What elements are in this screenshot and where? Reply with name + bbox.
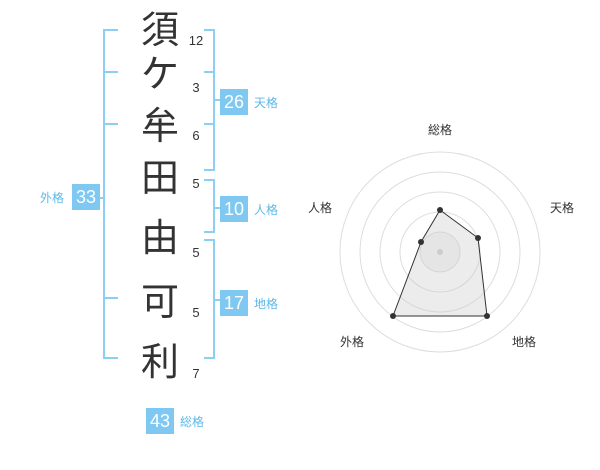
stroke-count-6: 5 — [192, 305, 200, 320]
stroke-count-5: 5 — [192, 245, 200, 260]
stroke-count-1: 12 — [188, 33, 204, 48]
tenkaku-value-badge: 26 — [220, 89, 248, 115]
stroke-count-7: 7 — [192, 366, 200, 381]
radar-point-ten — [475, 235, 481, 241]
jinkaku-label: 人格 — [254, 203, 279, 217]
radar-point-chi — [484, 313, 490, 319]
tenkaku-label: 天格 — [254, 96, 279, 110]
soukaku-label: 総格 — [180, 415, 205, 429]
soukaku-value-badge: 43 — [146, 408, 174, 434]
chikaku-label: 地格 — [254, 297, 279, 311]
name-char-1: 須 — [140, 8, 179, 52]
jinkaku-value-badge: 10 — [220, 196, 248, 222]
stroke-count-4: 5 — [192, 176, 200, 191]
name-char-7: 利 — [140, 340, 179, 384]
gaikaku-bracket — [103, 29, 118, 359]
jinkaku-bracket — [204, 179, 215, 233]
radar-label-chi: 地格 — [512, 334, 536, 349]
radar-point-sou — [437, 207, 443, 213]
radar-label-jin: 人格 — [308, 200, 332, 215]
radar-label-ten: 天格 — [550, 200, 574, 215]
radar-point-gai — [390, 313, 396, 319]
bracket-lines — [98, 29, 220, 359]
stroke-count-2: 3 — [192, 80, 200, 95]
radar-points — [390, 207, 490, 319]
radar-chart: 総格 天格 地格 外格 人格 — [308, 122, 574, 353]
radar-label-gai: 外格 — [340, 334, 364, 349]
name-char-5: 由 — [140, 216, 179, 260]
name-char-2: ケ — [140, 52, 179, 96]
tenkaku-bracket — [204, 29, 215, 171]
radar-polygon — [392, 209, 488, 317]
gaikaku-label: 外格 — [40, 191, 65, 205]
radar-center — [437, 249, 443, 255]
stroke-count-3: 6 — [192, 128, 200, 143]
gaikaku-value-badge: 33 — [72, 184, 100, 210]
name-char-4: 田 — [140, 156, 179, 200]
chikaku-bracket — [204, 239, 215, 359]
name-char-3: 牟 — [140, 104, 179, 148]
name-char-6: 可 — [140, 280, 179, 324]
radar-point-jin — [418, 239, 424, 245]
radar-label-sou: 総格 — [428, 122, 452, 137]
chikaku-value-badge: 17 — [220, 290, 248, 316]
